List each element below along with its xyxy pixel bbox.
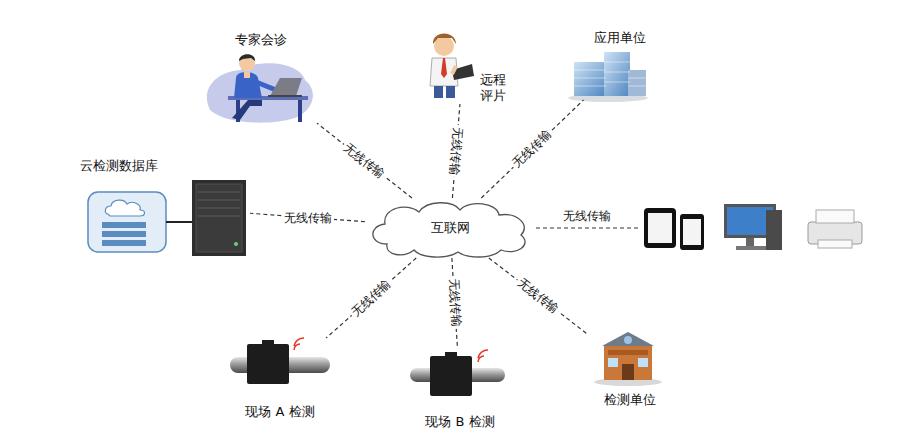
node-label: 专家会诊 bbox=[235, 32, 287, 48]
cloud-database-icon bbox=[88, 180, 246, 256]
node-label: 现场 A 检测 bbox=[245, 404, 314, 420]
terminal-devices bbox=[536, 204, 862, 250]
node-label: 互联网 bbox=[431, 220, 470, 236]
pipe-detector-a bbox=[230, 338, 330, 384]
node-label: 云检测数据库 bbox=[80, 158, 158, 174]
wireless-link bbox=[481, 100, 583, 198]
application-node: 应用单位 bbox=[565, 30, 675, 100]
link-label: 无线传输 bbox=[509, 126, 556, 172]
pipe-detector-b bbox=[410, 350, 505, 396]
node-label: 应用单位 bbox=[594, 30, 646, 46]
site-node: 现场 A 检测 bbox=[210, 338, 350, 420]
wireless-link bbox=[489, 258, 588, 335]
node-label: 检测单位 bbox=[604, 392, 656, 408]
remote-node: 远程 评片 bbox=[420, 28, 506, 104]
link-label: 无线传输 bbox=[446, 277, 464, 330]
expert-node: 专家会诊 bbox=[205, 32, 317, 126]
node-label: 现场 B 检测 bbox=[425, 414, 494, 430]
link-label: 无线传输 bbox=[447, 125, 466, 178]
wireless-link bbox=[326, 258, 416, 338]
link-label: 无线传输 bbox=[561, 209, 613, 223]
link-label: 无线传输 bbox=[340, 139, 390, 182]
link-label: 无线传输 bbox=[513, 275, 563, 318]
database-node: 云检测数据库 bbox=[80, 158, 250, 256]
link-label: 无线传输 bbox=[282, 210, 334, 224]
inspection-building bbox=[594, 332, 662, 386]
expert-figure bbox=[207, 54, 313, 122]
wireless-link bbox=[317, 123, 412, 198]
office-building bbox=[568, 52, 648, 102]
link-label: 无线传输 bbox=[347, 275, 395, 320]
internet-cloud: 互联网 bbox=[365, 198, 535, 258]
site-node: 现场 B 检测 bbox=[400, 348, 520, 430]
node-label: 远程 评片 bbox=[480, 72, 506, 105]
remote-reader-figure bbox=[430, 34, 474, 99]
inspection-node: 检测单位 bbox=[588, 326, 672, 408]
